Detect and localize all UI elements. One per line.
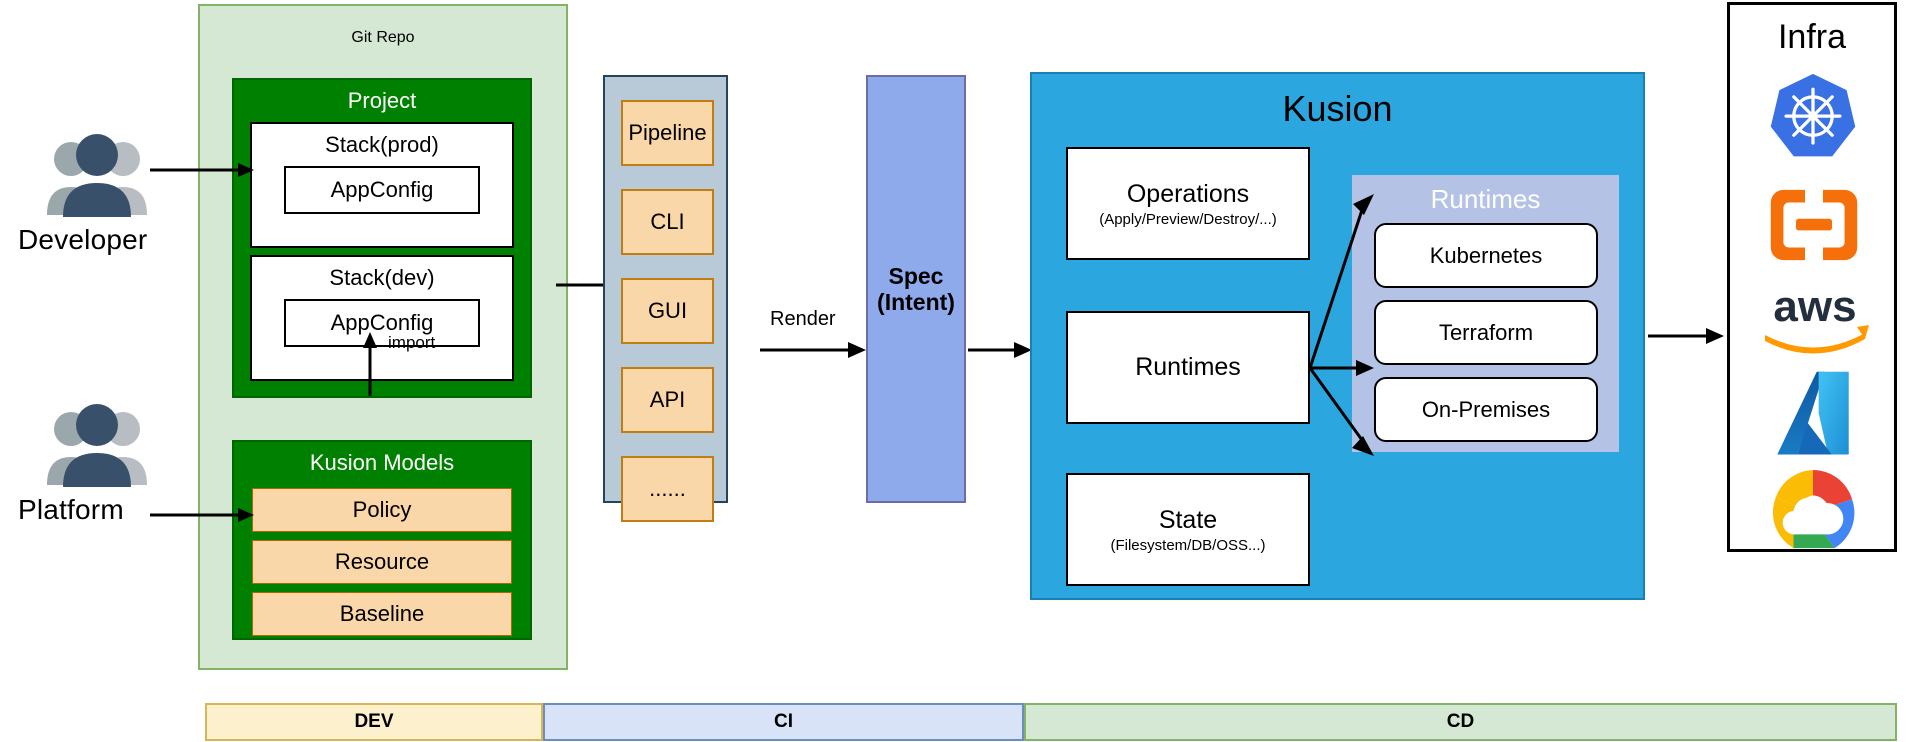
infra-panel: Infra — [1727, 2, 1897, 552]
git-repo-title: Git Repo — [351, 29, 415, 46]
kusion-models-box: Kusion Models Policy Resource Baseline — [232, 440, 532, 640]
spec-column: Spec (Intent) — [866, 75, 966, 503]
openshift-logo — [1768, 183, 1860, 267]
aws-logo: aws — [1752, 278, 1878, 358]
kusion-block-state: State (Filesystem/DB/OSS...) — [1066, 473, 1310, 586]
ci-tools-column: Pipeline CLI GUI API ...... — [603, 75, 728, 522]
project-title: Project — [347, 88, 417, 113]
render-label: Render — [770, 308, 836, 330]
svg-text:aws: aws — [1773, 282, 1856, 331]
arrow-runtimes-to-onpremises — [1306, 367, 1386, 468]
people-icon — [32, 400, 162, 490]
ci-item-more[interactable]: ...... — [621, 456, 714, 522]
ci-item-cli[interactable]: CLI — [621, 189, 714, 255]
actor-developer: Developer — [18, 130, 178, 260]
runtimes-panel-title: Runtimes — [1430, 183, 1541, 214]
state-subtitle: (Filesystem/DB/OSS...) — [1110, 536, 1266, 554]
import-label: import — [388, 333, 436, 352]
stack-prod-box: Stack(prod) AppConfig — [250, 122, 514, 248]
model-item-baseline: Baseline — [252, 592, 512, 636]
kusion-block-runtimes: Runtimes — [1066, 311, 1310, 424]
arrows-runtimes-fanout — [1306, 190, 1386, 390]
stack-prod-appconfig: AppConfig — [284, 166, 480, 214]
spec-subtitle: (Intent) — [877, 289, 955, 315]
people-icon — [32, 130, 162, 220]
ci-item-pipeline[interactable]: Pipeline — [621, 100, 714, 166]
runtime-item-kubernetes[interactable]: Kubernetes — [1374, 223, 1598, 288]
model-item-resource: Resource — [252, 540, 512, 584]
actor-platform: Platform — [18, 400, 178, 530]
arrow-platform-to-models — [150, 500, 260, 530]
arrow-spec-to-kusion — [968, 337, 1036, 363]
lifecycle-segment-cd: CD — [1024, 703, 1897, 741]
actor-developer-label: Developer — [18, 224, 148, 255]
kusion-title: Kusion — [1282, 88, 1393, 129]
stack-prod-title: Stack(prod) — [325, 132, 439, 157]
runtimes-title: Runtimes — [1135, 353, 1241, 381]
spec-title: Spec — [888, 262, 944, 289]
runtime-item-terraform[interactable]: Terraform — [1374, 300, 1598, 365]
actor-platform-label: Platform — [18, 494, 124, 525]
kubernetes-logo — [1763, 68, 1863, 168]
ci-item-api[interactable]: API — [621, 367, 714, 433]
stack-dev-box: Stack(dev) AppConfig — [250, 255, 514, 381]
ci-item-gui[interactable]: GUI — [621, 278, 714, 344]
kusion-models-title: Kusion Models — [309, 450, 455, 475]
azure-logo — [1765, 367, 1861, 463]
import-arrow — [355, 330, 385, 396]
arrow-kusion-to-infra — [1648, 323, 1728, 349]
stack-dev-title: Stack(dev) — [329, 265, 435, 290]
model-item-policy: Policy — [252, 488, 512, 532]
operations-title: Operations — [1126, 179, 1250, 208]
stack-dev-appconfig: AppConfig — [284, 299, 480, 347]
state-title: State — [1158, 505, 1218, 534]
arrow-render — [760, 337, 870, 363]
lifecycle-segment-dev: DEV — [205, 703, 543, 741]
arrow-developer-to-repo — [150, 155, 260, 185]
runtime-item-onpremises[interactable]: On-Premises — [1374, 377, 1598, 442]
google-cloud-logo — [1763, 467, 1863, 553]
lifecycle-segment-ci: CI — [543, 703, 1024, 741]
infra-title: Infra — [1777, 17, 1847, 56]
kusion-block-operations: Operations (Apply/Preview/Destroy/...) — [1066, 147, 1310, 260]
operations-subtitle: (Apply/Preview/Destroy/...) — [1099, 210, 1277, 228]
runtimes-panel: Runtimes Kubernetes Terraform On-Premise… — [1352, 175, 1619, 452]
